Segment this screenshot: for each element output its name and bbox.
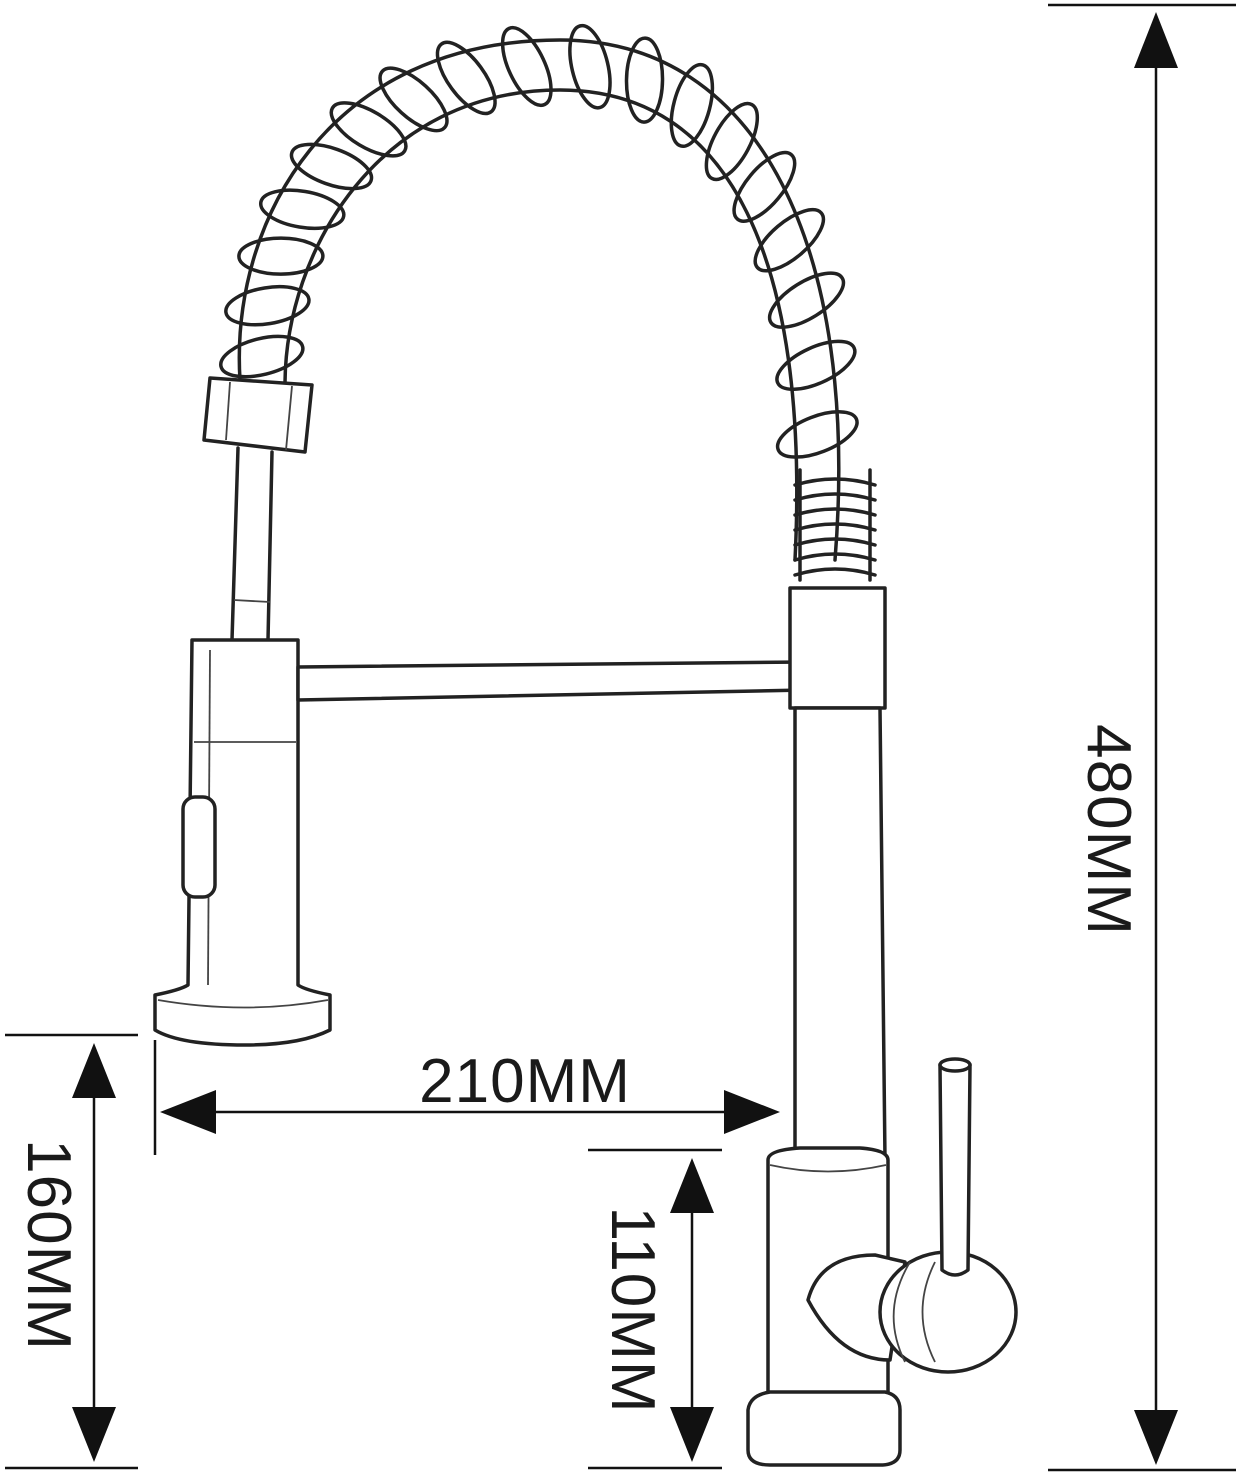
coil-loop — [568, 23, 612, 110]
coil-loop — [704, 101, 760, 182]
faucet-drawing — [153, 23, 1018, 1467]
label-height-total: 480MM — [1074, 724, 1143, 936]
dimension-base-height: 110MM — [588, 1148, 722, 1470]
dimension-height-total: 480MM — [1048, 3, 1236, 1472]
tight-coil — [793, 468, 877, 582]
coil-loop — [500, 25, 553, 108]
dimension-spout-height: 160MM — [5, 1033, 138, 1470]
coil-loop — [767, 271, 846, 329]
coil-loop — [224, 284, 311, 327]
coil-loop — [753, 207, 826, 273]
holder-arm — [296, 660, 814, 702]
coil-loop — [329, 101, 408, 158]
label-spout-height: 160MM — [14, 1139, 83, 1351]
coil-loop — [258, 188, 346, 231]
coil-loop — [378, 66, 449, 133]
spring-coil — [219, 23, 877, 582]
coil-loop — [237, 236, 325, 276]
coil-loop — [289, 142, 374, 191]
coil-loop — [624, 36, 665, 124]
sprayer — [153, 376, 332, 1047]
coil-loop — [669, 62, 715, 149]
faucet-body — [746, 586, 1018, 1467]
label-base-height: 110MM — [598, 1206, 667, 1413]
coil-loop — [219, 334, 305, 379]
label-spout-reach: 210MM — [419, 1047, 631, 1116]
coil-loop — [435, 40, 497, 116]
coil-loop — [732, 150, 797, 223]
coil-loop — [775, 339, 857, 392]
dimension-spout-reach: 210MM — [153, 1040, 780, 1155]
coil-loop — [775, 410, 859, 459]
